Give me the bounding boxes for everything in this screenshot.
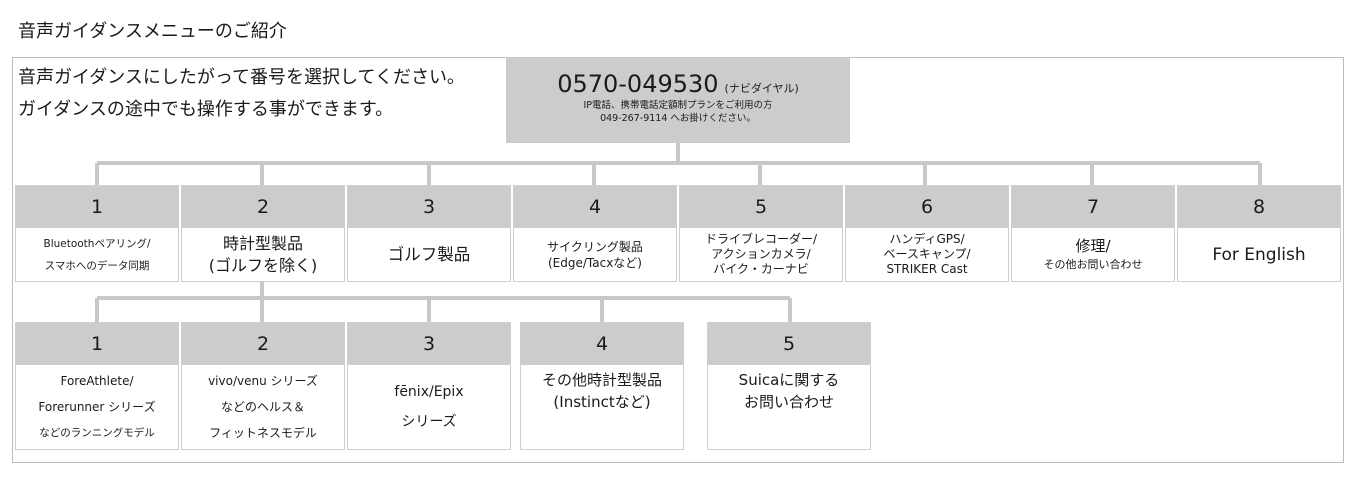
submenu-item-label: フィットネスモデル	[209, 426, 317, 440]
submenu-item-label: などのランニングモデル	[39, 427, 155, 439]
submenu-item-label: その他時計型製品	[541, 371, 662, 389]
menu-item-label: ゴルフ製品	[387, 244, 471, 264]
menu-item-7[interactable]: 7 修理/ その他お問い合わせ	[1011, 185, 1175, 282]
phone-number[interactable]: 0570-049530	[557, 70, 719, 98]
phone-sub-line-2: 049-267-9114 へお掛けください。	[600, 113, 756, 124]
menu-item-8[interactable]: 8 For English	[1177, 185, 1341, 282]
menu-item-5[interactable]: 5 ドライブレコーダー/ アクションカメラ/ バイク・カーナビ	[679, 185, 843, 282]
connector-level2-drops	[95, 298, 792, 322]
menu-item-label: STRIKER Cast	[886, 262, 968, 276]
menu-item-label: For English	[1212, 244, 1306, 265]
menu-item-label: Bluetoothペアリング/	[43, 237, 151, 250]
menu-item-label: サイクリング製品	[547, 239, 643, 254]
submenu-item-label: Forerunner シリーズ	[38, 400, 156, 414]
menu-item-label: アクションカメラ/	[711, 247, 811, 261]
intro-line-2: ガイダンスの途中でも操作する事ができます。	[18, 99, 394, 120]
menu-item-3[interactable]: 3 ゴルフ製品	[347, 185, 511, 282]
submenu-item-label: などのヘルス＆	[220, 400, 305, 414]
menu-item-label: ドライブレコーダー/	[704, 232, 818, 246]
page-heading: 音声ガイダンスメニューのご紹介	[18, 21, 287, 42]
menu-item-number: 6	[846, 186, 1008, 228]
submenu-item-5[interactable]: 5 Suicaに関する お問い合わせ	[707, 322, 871, 450]
intro-line-1: 音声ガイダンスにしたがって番号を選択してください。	[18, 67, 465, 88]
menu-item-2[interactable]: 2 時計型製品 (ゴルフを除く)	[181, 185, 345, 282]
menu-item-label: ベースキャンプ/	[883, 247, 971, 261]
menu-item-6[interactable]: 6 ハンディGPS/ ベースキャンプ/ STRIKER Cast	[845, 185, 1009, 282]
phone-sub-line-1: IP電話、携帯電話定額制プランをご利用の方	[583, 100, 773, 111]
submenu-item-label: (Instinctなど)	[553, 393, 651, 411]
submenu-item-number: 2	[182, 323, 344, 365]
menu-item-label: バイク・カーナビ	[713, 262, 809, 276]
submenu-item-3[interactable]: 3 fēnix/Epix シリーズ	[347, 322, 511, 450]
submenu-item-4[interactable]: 4 その他時計型製品 (Instinctなど)	[520, 322, 684, 450]
menu-item-4[interactable]: 4 サイクリング製品 (Edge/Tacxなど)	[513, 185, 677, 282]
submenu-item-label: お問い合わせ	[743, 393, 834, 411]
submenu-item-number: 5	[708, 323, 870, 365]
menu-item-number: 2	[182, 186, 344, 228]
submenu-item-number: 1	[16, 323, 178, 365]
submenu-item-label: vivo/venu シリーズ	[208, 374, 318, 388]
menu-item-number: 1	[16, 186, 178, 228]
submenu-item-1[interactable]: 1 ForeAthlete/ Forerunner シリーズ などのランニングモ…	[15, 322, 179, 450]
connector-level1-drops	[95, 163, 1262, 185]
submenu-item-label: シリーズ	[401, 414, 457, 430]
menu-item-label: (ゴルフを除く)	[208, 255, 318, 275]
menu-item-number: 3	[348, 186, 510, 228]
menu-item-label: 修理/	[1075, 236, 1111, 255]
phone-number-box: 0570-049530 (ナビダイヤル) IP電話、携帯電話定額制プランをご利用の…	[506, 57, 850, 143]
submenu-item-2[interactable]: 2 vivo/venu シリーズ などのヘルス＆ フィットネスモデル	[181, 322, 345, 450]
submenu-item-number: 4	[521, 323, 683, 365]
submenu-item-number: 3	[348, 323, 510, 365]
menu-item-number: 4	[514, 186, 676, 228]
menu-item-number: 7	[1012, 186, 1174, 228]
menu-item-number: 8	[1178, 186, 1340, 228]
submenu-item-label: fēnix/Epix	[394, 384, 464, 400]
menu-item-label: (Edge/Tacxなど)	[547, 255, 642, 270]
submenu-item-label: ForeAthlete/	[60, 374, 134, 388]
menu-item-label: その他お問い合わせ	[1043, 257, 1143, 271]
menu-item-label: ハンディGPS/	[889, 232, 965, 246]
menu-item-1[interactable]: 1 Bluetoothペアリング/ スマホへのデータ同期	[15, 185, 179, 282]
menu-item-label: スマホへのデータ同期	[44, 259, 150, 272]
menu-item-label: 時計型製品	[222, 233, 303, 253]
phone-number-note: (ナビダイヤル)	[724, 82, 799, 95]
menu-item-number: 5	[680, 186, 842, 228]
submenu-item-label: Suicaに関する	[738, 371, 840, 389]
